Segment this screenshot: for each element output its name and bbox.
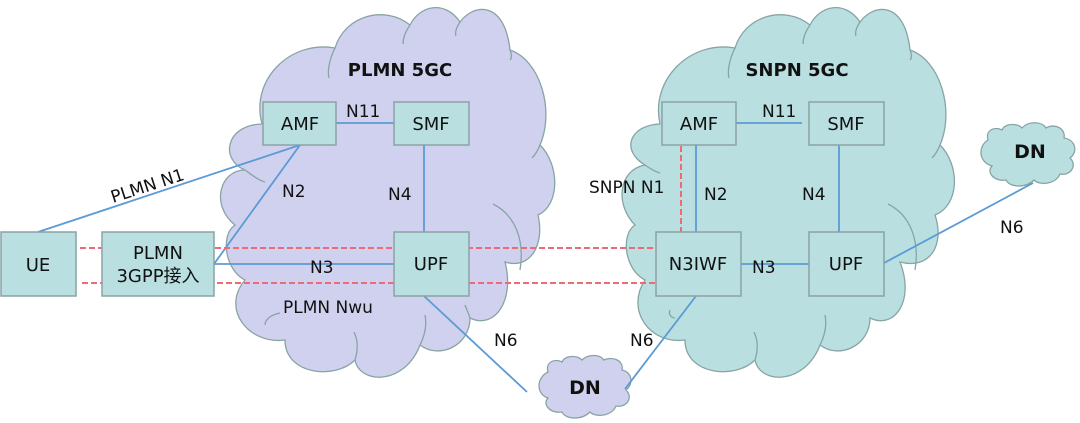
plmn-access-label-line1: PLMN: [133, 243, 183, 264]
snpn-n3iwf-node[interactable]: N3IWF: [655, 231, 742, 297]
plmn-n3-label: N3: [310, 258, 334, 278]
link-plmn-n2: [213, 144, 301, 265]
plmn-n11-label: N11: [346, 102, 380, 122]
snpn-n2-label: N2: [704, 185, 728, 205]
plmn-n6-label: N6: [494, 331, 518, 351]
snpn-amf-node[interactable]: AMF: [661, 101, 737, 146]
plmn-n4-label: N4: [388, 185, 412, 205]
dn-right-label: DN: [1014, 141, 1046, 163]
link-snpn-n6-bottom: [624, 295, 697, 390]
snpn-n6-right-label: N6: [1000, 218, 1024, 238]
plmn-n2-label: N2: [282, 182, 306, 202]
plmn-upf-label: UPF: [414, 254, 448, 275]
plmn-nwu-label: PLMN Nwu: [283, 298, 373, 318]
link-plmn-n1: [37, 144, 301, 233]
plmn-smf-node[interactable]: SMF: [393, 101, 470, 146]
snpn-n11-label: N11: [762, 102, 796, 122]
plmn-n1-label: PLMN N1: [108, 165, 187, 208]
snpn-amf-label: AMF: [680, 114, 718, 135]
dn-right-cloud: [980, 122, 1076, 187]
plmn-access-label-line2: 3GPP接入: [116, 266, 199, 287]
snpn-n6-bottom-label: N6: [630, 331, 654, 351]
plmn-5gc-title: PLMN 5GC: [348, 60, 452, 81]
plmn-upf-node[interactable]: UPF: [393, 231, 470, 297]
snpn-n3-label: N3: [752, 258, 776, 278]
ue-node[interactable]: UE: [0, 231, 77, 297]
snpn-upf-node[interactable]: UPF: [808, 231, 885, 297]
plmn-amf-label: AMF: [281, 114, 319, 135]
snpn-smf-node[interactable]: SMF: [808, 101, 885, 146]
plmn-smf-label: SMF: [412, 114, 449, 135]
plmn-3gpp-access-node[interactable]: PLMN 3GPP接入: [101, 231, 215, 297]
snpn-n3iwf-label: N3IWF: [669, 254, 727, 275]
ue-label: UE: [26, 255, 51, 276]
plmn-amf-node[interactable]: AMF: [262, 101, 337, 146]
snpn-n4-label: N4: [802, 185, 826, 205]
dn-bottom-cloud: [538, 354, 632, 419]
snpn-smf-label: SMF: [827, 114, 864, 135]
plmn-5gc-cloud: [219, 6, 556, 378]
dn-bottom-label: DN: [569, 377, 601, 399]
snpn-n1-label: SNPN N1: [589, 178, 664, 198]
snpn-upf-label: UPF: [829, 254, 863, 275]
link-plmn-n6: [423, 295, 528, 393]
link-snpn-n6-right: [883, 182, 1034, 264]
snpn-5gc-title: SNPN 5GC: [745, 60, 848, 81]
